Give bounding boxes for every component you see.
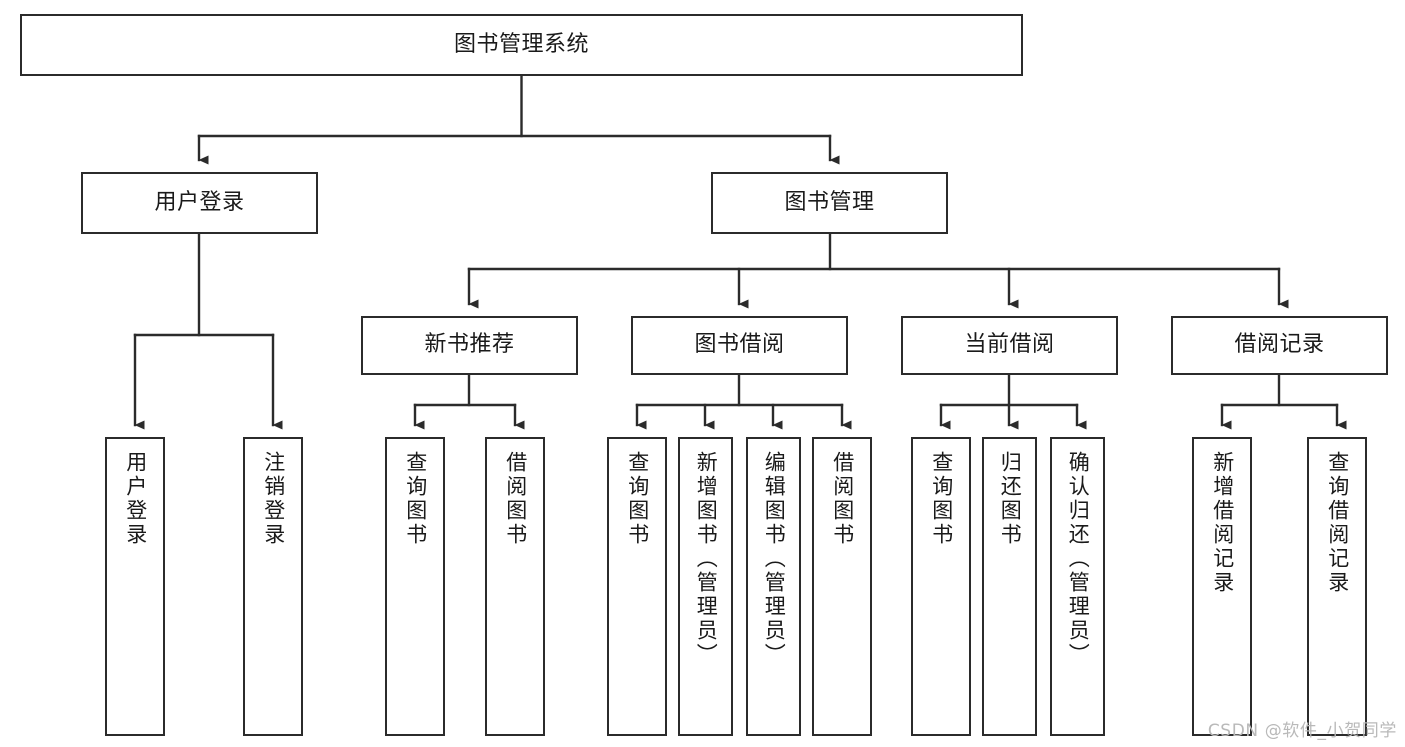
node-book-borrow-label: 图书借阅	[694, 332, 785, 358]
node-leaf-logout-login[interactable]: 注销登录	[243, 437, 303, 736]
node-leaf-borrow-book-1[interactable]: 借阅图书	[485, 437, 545, 736]
node-current-borrow[interactable]: 当前借阅	[901, 316, 1118, 375]
node-leaf-confirm-return-label: 确认归还（管理员）	[1066, 451, 1091, 667]
node-root-label: 图书管理系统	[453, 31, 589, 57]
node-leaf-add-book-label: 新增图书（管理员）	[694, 451, 719, 667]
node-root[interactable]: 图书管理系统	[20, 14, 1023, 76]
node-leaf-borrow-book-2[interactable]: 借阅图书	[812, 437, 872, 736]
node-leaf-edit-book-label: 编辑图书（管理员）	[762, 451, 787, 667]
node-leaf-query-record-label: 查询借阅记录	[1325, 451, 1350, 595]
node-user-login[interactable]: 用户登录	[81, 172, 318, 234]
node-leaf-add-book[interactable]: 新增图书（管理员）	[678, 437, 733, 736]
node-leaf-return-book-label: 归还图书	[998, 451, 1023, 547]
node-leaf-query-book-2[interactable]: 查询图书	[607, 437, 667, 736]
node-leaf-add-record-label: 新增借阅记录	[1210, 451, 1235, 595]
node-book-management-label: 图书管理	[784, 189, 875, 215]
node-leaf-borrow-book-2-label: 借阅图书	[830, 451, 855, 547]
node-book-borrow[interactable]: 图书借阅	[631, 316, 848, 375]
node-borrow-record-label: 借阅记录	[1234, 332, 1325, 358]
node-new-book-recommend[interactable]: 新书推荐	[361, 316, 578, 375]
node-current-borrow-label: 当前借阅	[964, 332, 1055, 358]
node-borrow-record[interactable]: 借阅记录	[1171, 316, 1388, 375]
node-user-login-label: 用户登录	[154, 189, 245, 215]
node-leaf-logout-login-label: 注销登录	[261, 451, 286, 547]
node-leaf-borrow-book-1-label: 借阅图书	[503, 451, 528, 547]
node-leaf-user-login-label: 用户登录	[123, 451, 148, 547]
node-leaf-return-book[interactable]: 归还图书	[982, 437, 1037, 736]
node-book-management[interactable]: 图书管理	[711, 172, 948, 234]
node-leaf-edit-book[interactable]: 编辑图书（管理员）	[746, 437, 801, 736]
node-leaf-query-book-1-label: 查询图书	[403, 451, 428, 547]
node-leaf-query-book-3-label: 查询图书	[929, 451, 954, 547]
node-leaf-add-record[interactable]: 新增借阅记录	[1192, 437, 1252, 736]
node-leaf-query-book-3[interactable]: 查询图书	[911, 437, 971, 736]
node-leaf-query-book-2-label: 查询图书	[625, 451, 650, 547]
watermark-text: CSDN @软件_小贺同学	[1207, 721, 1397, 741]
node-new-book-recommend-label: 新书推荐	[424, 332, 515, 358]
node-leaf-query-book-1[interactable]: 查询图书	[385, 437, 445, 736]
node-leaf-user-login[interactable]: 用户登录	[105, 437, 165, 736]
node-leaf-confirm-return[interactable]: 确认归还（管理员）	[1050, 437, 1105, 736]
node-leaf-query-record[interactable]: 查询借阅记录	[1307, 437, 1367, 736]
